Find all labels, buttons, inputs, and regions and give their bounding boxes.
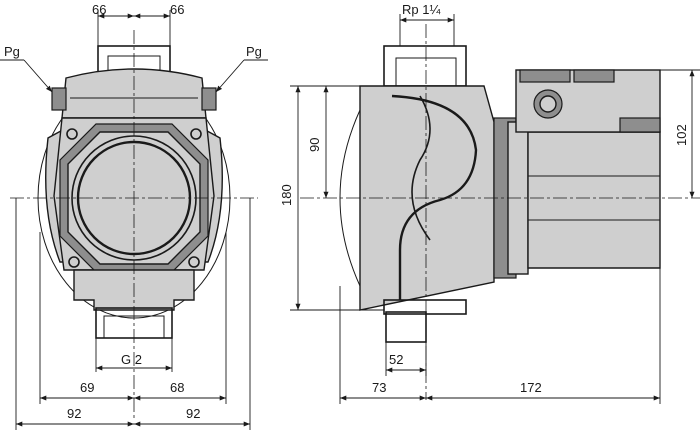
bolt [66, 128, 78, 140]
bolt [68, 256, 80, 268]
dim-label-69: 69 [80, 380, 94, 395]
dim-label-172: 172 [520, 380, 542, 395]
pg-gland-right [201, 87, 217, 111]
bolt [188, 256, 200, 268]
side-view [300, 24, 700, 400]
dim-label-102: 102 [674, 124, 689, 146]
dim-label-92-left: 92 [67, 406, 81, 421]
pg-label-right: Pg [246, 44, 262, 59]
rp-label: Rp 1¼ [402, 2, 440, 17]
g2-label: G 2 [121, 352, 142, 367]
bolt [190, 128, 202, 140]
dim-label-73: 73 [372, 380, 386, 395]
pg-gland-left [51, 87, 67, 111]
front-view [10, 30, 258, 420]
front-dimensions: 66 66 Pg Pg G 2 69 68 92 92 [0, 2, 268, 430]
dim-label-66-right: 66 [170, 2, 184, 17]
side-volute-curve [391, 94, 478, 300]
pg-label-left: Pg [4, 44, 20, 59]
side-dimensions: Rp 1¼ 180 90 102 52 73 172 [279, 2, 700, 404]
dim-label-66-left: 66 [92, 2, 106, 17]
dim-label-92-right: 92 [186, 406, 200, 421]
side-cooling-fins [519, 69, 571, 83]
dim-label-52: 52 [389, 352, 403, 367]
dim-label-68: 68 [170, 380, 184, 395]
side-bottom-outlet [385, 311, 427, 343]
dim-label-90: 90 [307, 138, 322, 152]
side-motor-housing [527, 131, 661, 269]
dim-label-180: 180 [279, 184, 294, 206]
